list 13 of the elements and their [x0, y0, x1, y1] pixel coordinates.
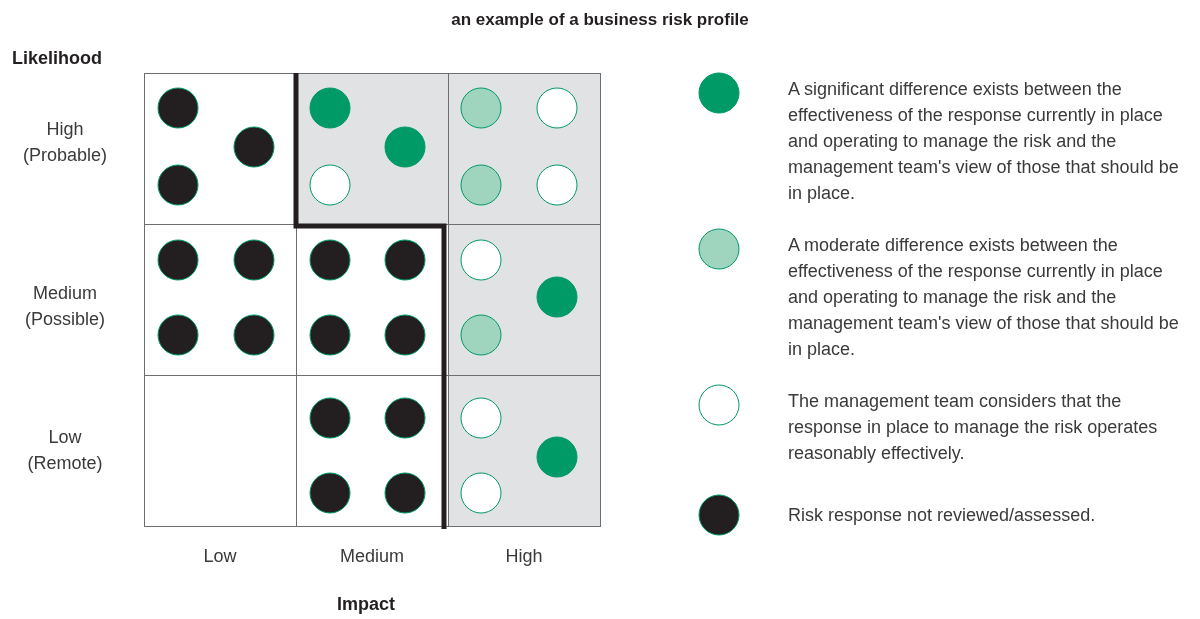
axis-label: Medium (Possible) — [24, 282, 106, 331]
axis-label: Low (Remote) — [26, 426, 104, 475]
axis-title: Impact — [336, 594, 396, 615]
axis-label: High — [504, 546, 544, 567]
legend-text: Risk response not reviewed/assessed. — [788, 504, 1097, 527]
legend-text: A significant difference exists between the effectiveness of the response currently in place and operating to manage the risk and the management team's view of those that should be in place. — [788, 78, 1180, 205]
chart-title: an example of a business risk profile — [450, 10, 750, 30]
axis-label: High (Probable) — [21, 118, 108, 167]
legend-text: The management team considers that the response in place to manage the risk operates reasonably effectively. — [788, 390, 1159, 465]
legend-text: A moderate difference exists between the effectiveness of the response currently in place and operating to manage the risk and the management team's view of those that should be in place. — [788, 234, 1180, 361]
axis-label: Low — [202, 546, 238, 567]
axis-label: Medium — [339, 546, 405, 567]
axis-title: Likelihood — [12, 48, 102, 69]
